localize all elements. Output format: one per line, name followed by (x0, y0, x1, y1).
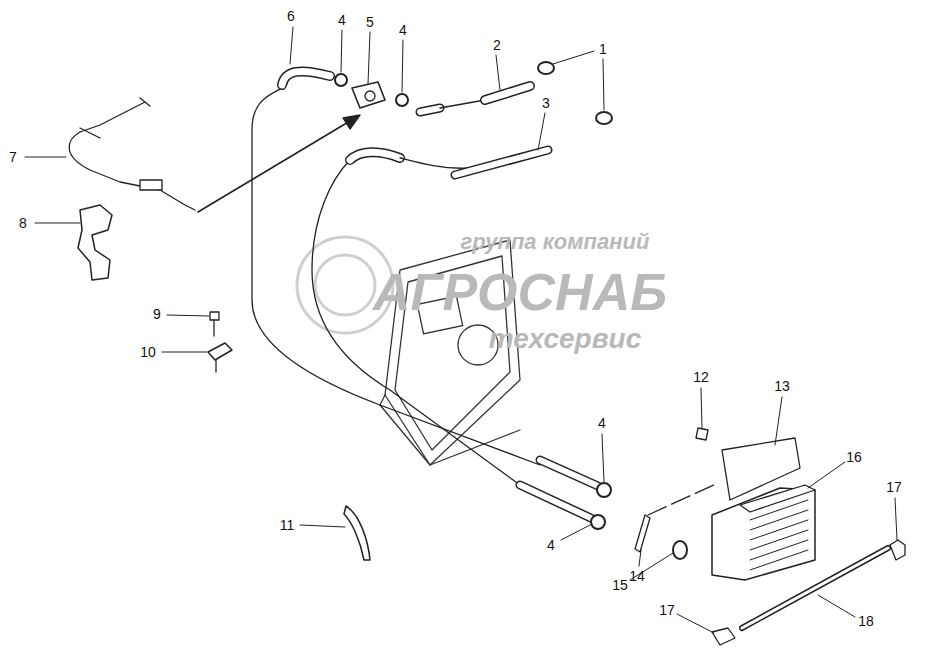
callout-number: 13 (774, 379, 790, 393)
callout-number: 3 (542, 96, 550, 110)
callout-number: 18 (858, 614, 874, 628)
watermark-text: АГРОСНАБ (373, 266, 667, 318)
callout-number: 4 (399, 23, 407, 37)
callout-number: 4 (338, 13, 346, 27)
callout-number: 14 (629, 569, 645, 583)
callout-number: 9 (153, 307, 161, 321)
callout-number: 15 (612, 578, 628, 592)
callout-number: 6 (287, 9, 295, 23)
callout-number: 10 (140, 345, 156, 359)
callout-number: 16 (846, 450, 862, 464)
callout-number: 17 (659, 603, 675, 617)
callout-number: 1 (599, 42, 607, 56)
callout-number: 11 (280, 518, 295, 532)
callout-number: 2 (493, 38, 501, 52)
watermark-text: группа компаний (461, 231, 650, 253)
callout-number: 12 (693, 370, 709, 384)
callout-number: 8 (19, 216, 27, 230)
callout-number: 17 (886, 480, 902, 494)
callout-number: 4 (598, 416, 606, 430)
callout-number: 4 (547, 538, 555, 552)
callout-number: 7 (9, 150, 17, 164)
callout-number: 5 (366, 15, 374, 29)
watermark-text: техсервис (489, 325, 641, 353)
